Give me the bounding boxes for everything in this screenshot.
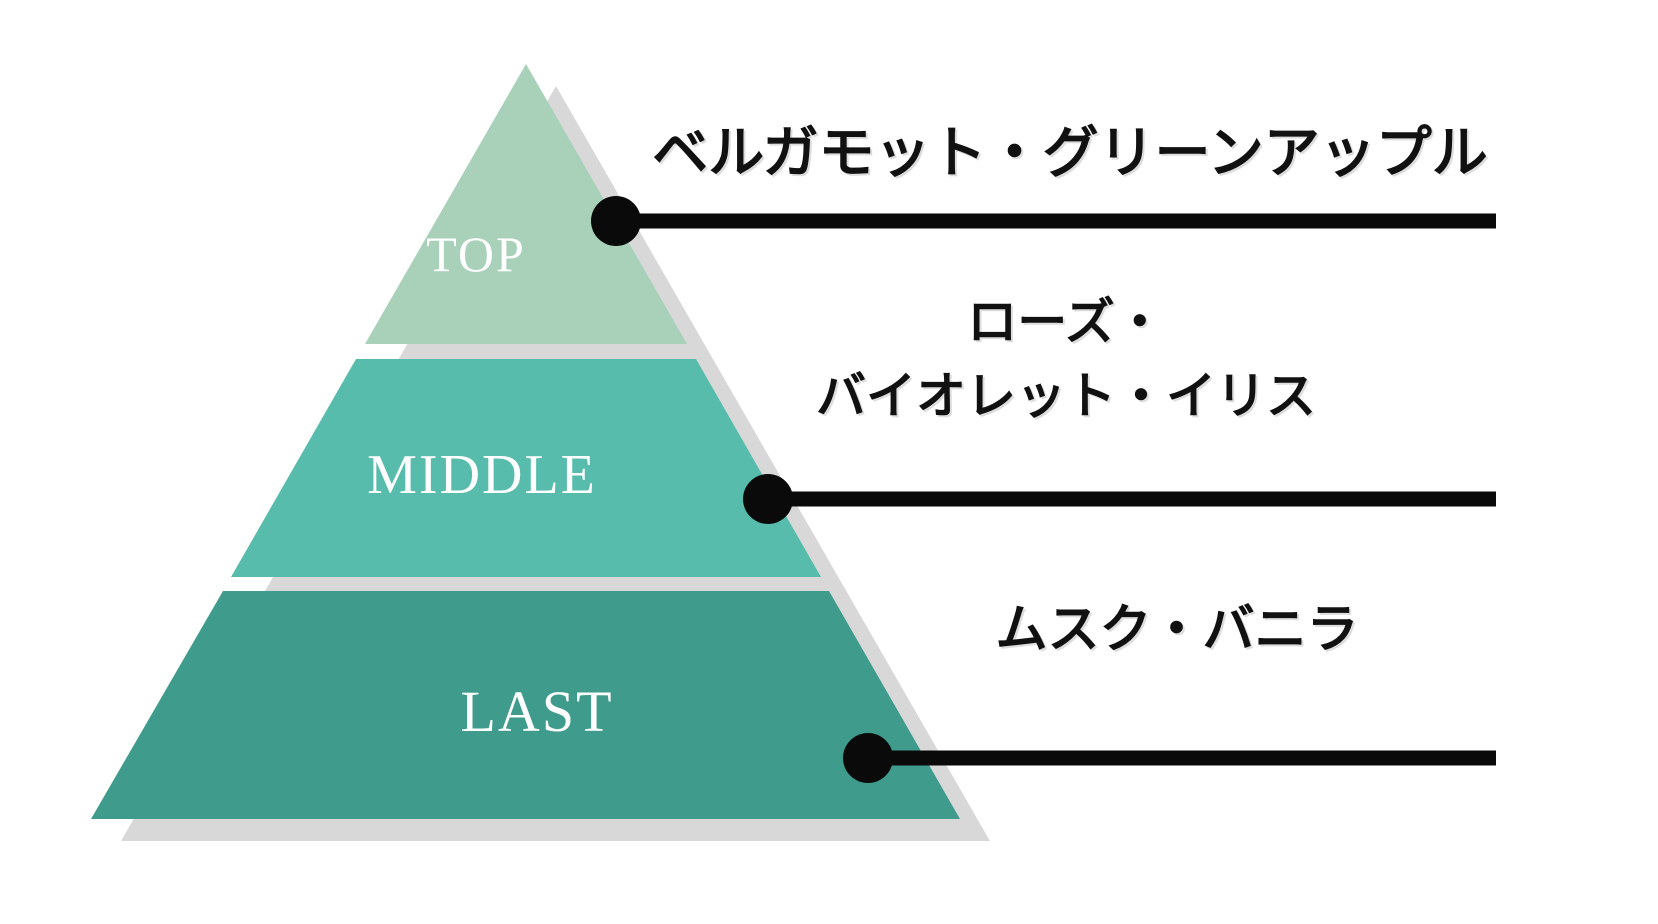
note-last-line1: ムスク・バニラ [995,601,1359,659]
connector-dot-top [591,196,641,246]
tier-middle-shape [231,359,821,577]
note-last-notes: ムスク・バニラ [996,604,1359,656]
note-top-line1: ベルガモット・グリーンアップル [652,121,1488,184]
tier-label-middle: MIDDLE [367,444,597,506]
tier-label-last: LAST [460,679,614,744]
connector-top [591,196,1496,246]
connector-dot-middle [743,474,793,524]
connector-last [843,733,1496,783]
note-middle-line1: ローズ・ [967,294,1165,350]
note-middle-notes: ローズ・ バイオレット・イリス [816,285,1316,433]
tier-label-top: TOP [426,226,526,282]
note-top-notes: ベルガモット・グリーンアップル [652,125,1488,181]
tier-top-shape [365,64,687,344]
connector-middle [743,474,1496,524]
tier-last-shape [91,591,960,819]
note-middle-line2: バイオレット・イリス [816,368,1316,424]
connector-dot-last [843,733,893,783]
